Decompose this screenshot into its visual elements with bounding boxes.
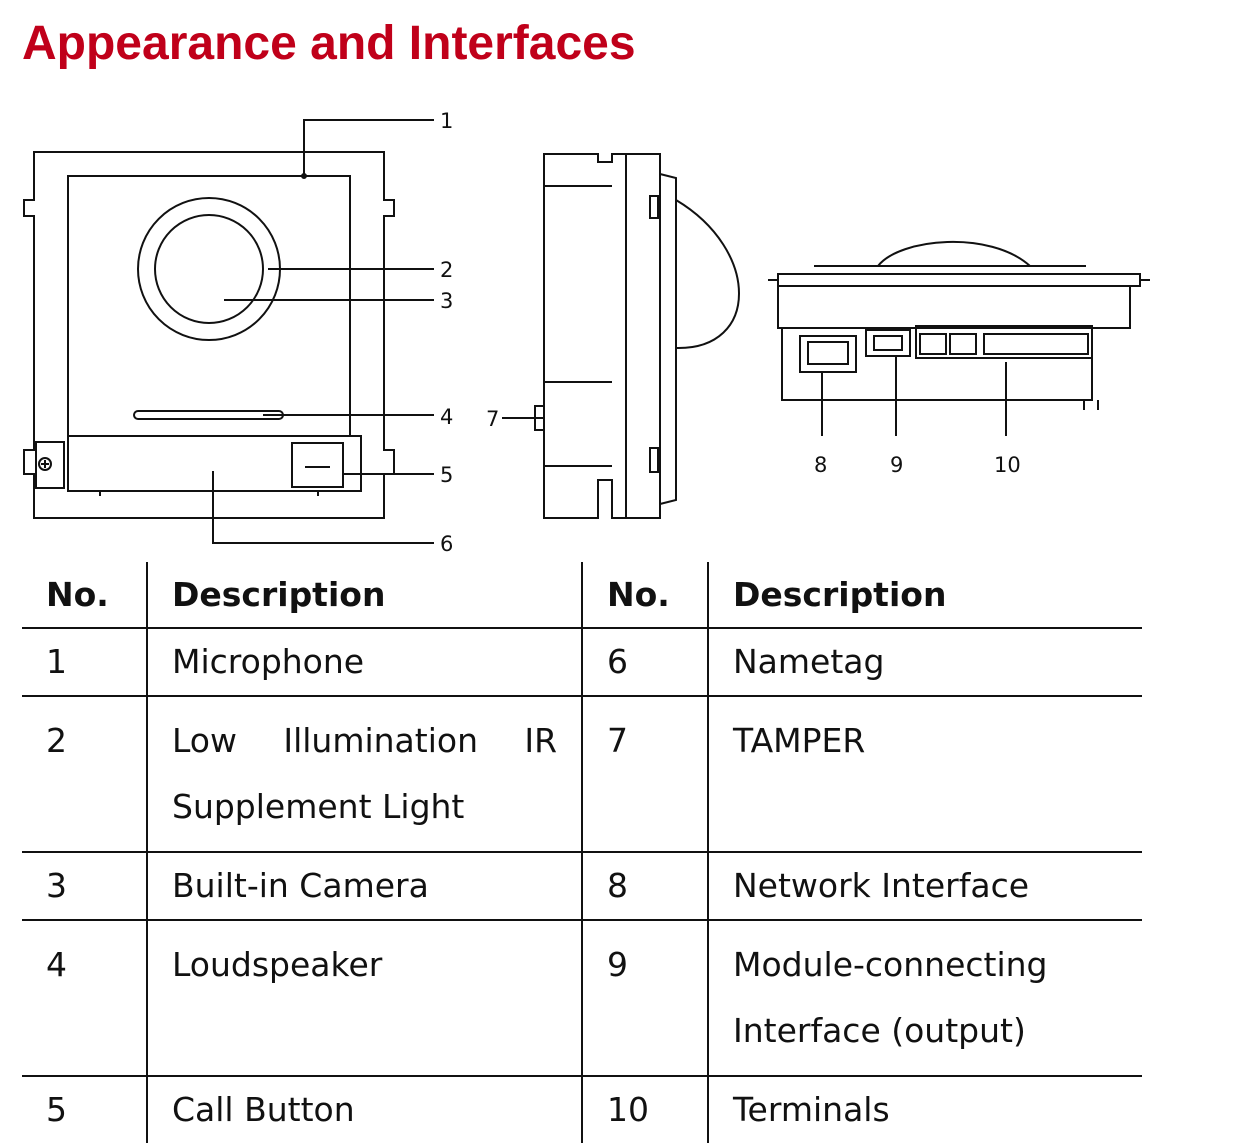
row-no: 2 — [22, 695, 147, 852]
row-no: 9 — [581, 919, 708, 1076]
row-no: 6 — [581, 627, 708, 696]
bottom-view — [768, 241, 1150, 436]
header-no: No. — [581, 562, 708, 629]
row-description-line: Supplement Light — [172, 787, 465, 826]
row-description-line: Module-connecting — [733, 945, 1048, 984]
row-no: 1 — [22, 627, 147, 696]
callout-5: 5 — [440, 463, 453, 487]
table-row: 2 Low Illumination IR Supplement Light 7… — [22, 695, 1142, 852]
header-description: Description — [146, 562, 582, 629]
row-no: 5 — [22, 1075, 147, 1143]
header-description: Description — [707, 562, 1142, 629]
device-diagram: 1 2 3 4 5 6 7 8 9 10 — [23, 109, 1150, 556]
callout-8: 8 — [814, 453, 827, 477]
row-description: Module-connecting Interface (output) — [707, 919, 1142, 1076]
row-description: Loudspeaker — [146, 919, 582, 1076]
row-description: Call Button — [146, 1075, 582, 1143]
callout-3: 3 — [440, 289, 453, 313]
row-description: Microphone — [146, 627, 582, 696]
row-no: 7 — [581, 695, 708, 852]
front-view — [23, 119, 434, 544]
header-no: No. — [22, 562, 147, 629]
row-description-line: Low Illumination IR — [172, 721, 557, 760]
callout-1: 1 — [440, 109, 453, 133]
row-description-line: Interface (output) — [733, 1011, 1026, 1050]
callout-2: 2 — [440, 258, 453, 282]
spec-table: No. Description No. Description 1 Microp… — [22, 562, 1142, 1143]
row-no: 8 — [581, 851, 708, 920]
row-description: Network Interface — [707, 851, 1142, 920]
row-description: Built-in Camera — [146, 851, 582, 920]
callout-6: 6 — [440, 532, 453, 556]
row-no: 3 — [22, 851, 147, 920]
row-no: 10 — [581, 1075, 708, 1143]
row-description: TAMPER — [707, 695, 1142, 852]
callout-7: 7 — [486, 407, 499, 431]
callout-10: 10 — [994, 453, 1021, 477]
page-title: Appearance and Interfaces — [22, 17, 636, 70]
row-description: Low Illumination IR Supplement Light — [146, 695, 582, 852]
table-header-row: No. Description No. Description — [22, 562, 1142, 629]
row-description: Terminals — [707, 1075, 1142, 1143]
row-description: Nametag — [707, 627, 1142, 696]
table-row: 5 Call Button 10 Terminals — [22, 1075, 1142, 1143]
callout-4: 4 — [440, 405, 453, 429]
table-row: 3 Built-in Camera 8 Network Interface — [22, 851, 1142, 920]
callout-9: 9 — [890, 453, 903, 477]
row-no: 4 — [22, 919, 147, 1076]
table-row: 1 Microphone 6 Nametag — [22, 627, 1142, 696]
side-view — [502, 153, 740, 519]
table-row: 4 Loudspeaker 9 Module-connecting Interf… — [22, 919, 1142, 1076]
